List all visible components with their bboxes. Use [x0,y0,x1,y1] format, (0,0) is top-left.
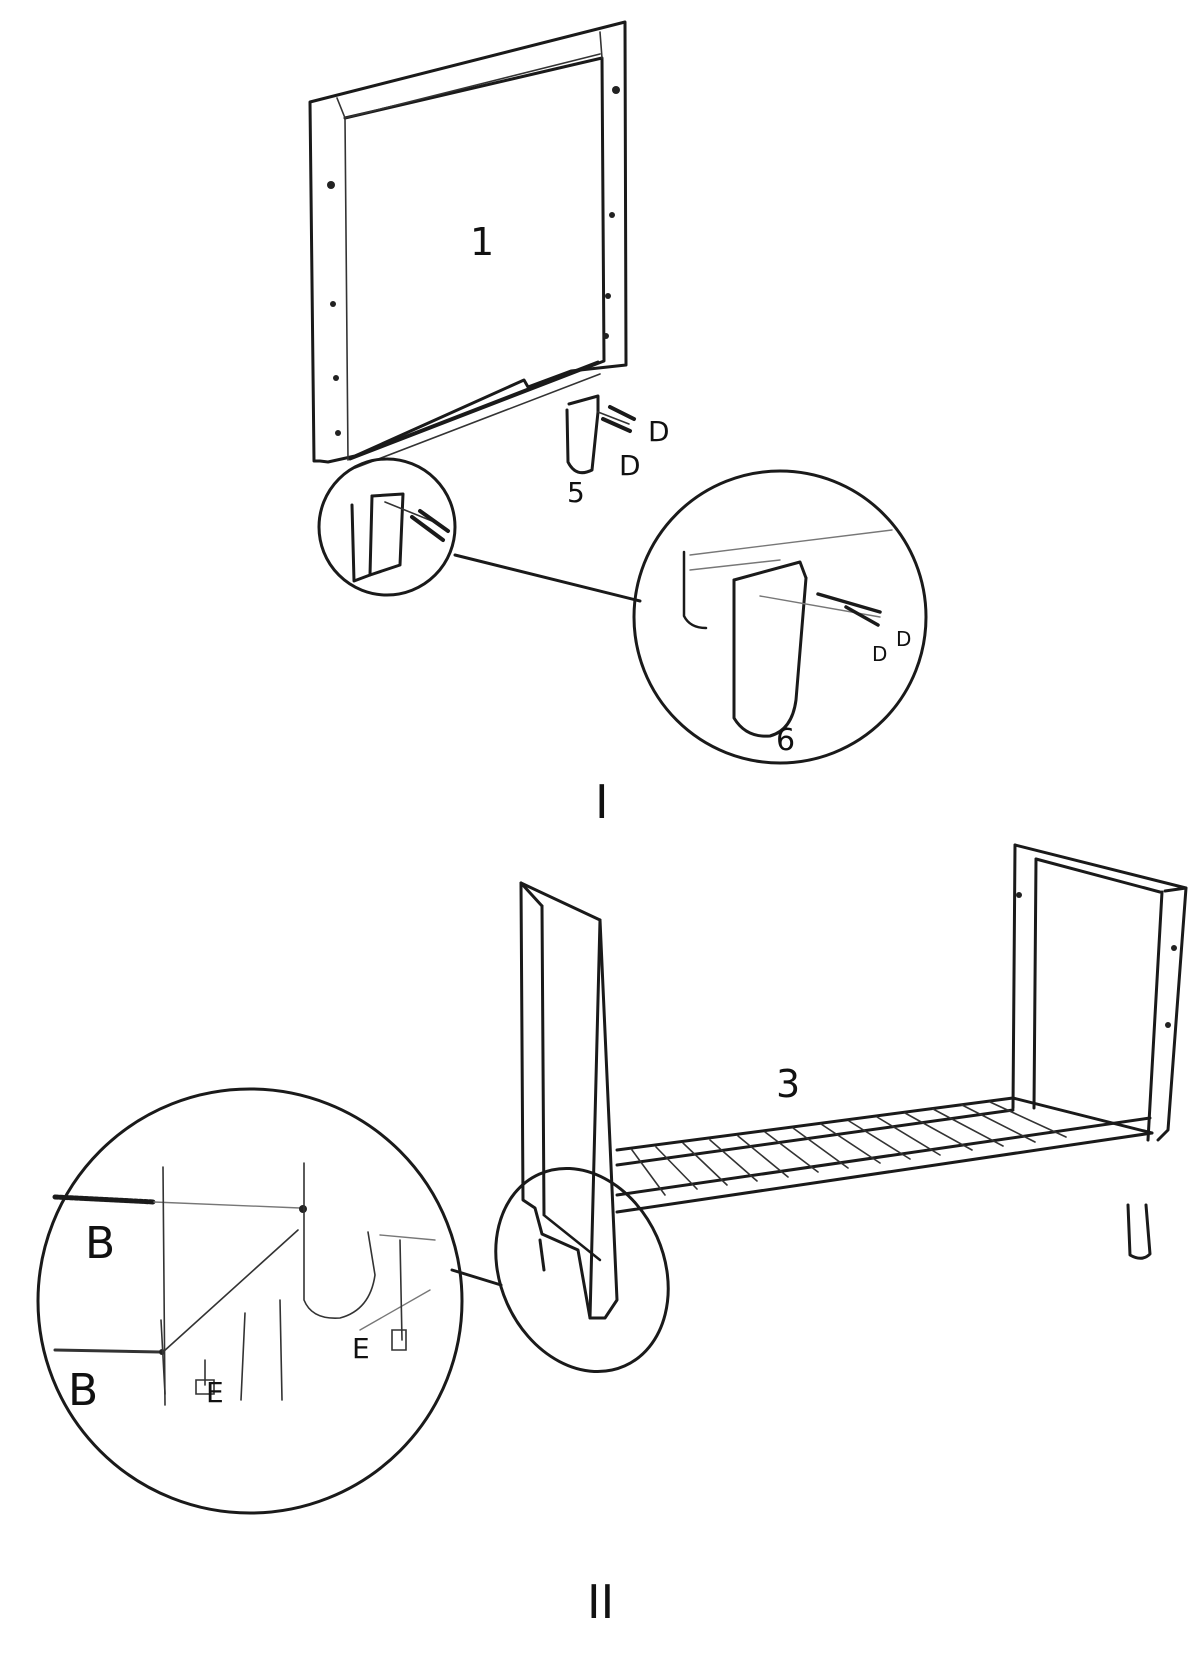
zoom-detail-leg [632,469,928,765]
step-label-one: I [595,775,609,829]
zoom-source-circle [317,457,457,597]
zoom-screw-label-d-lower: D [872,642,887,666]
screw-label-d-lower: D [619,449,641,482]
bed-frame [519,843,1188,1320]
screw-d-lower-icon [608,405,636,421]
part-label-leg-right: 5 [567,476,585,509]
nut-label-e-right: E [352,1332,370,1365]
zoom-connector-line [453,553,642,603]
screw-d-upper-icon [597,411,632,433]
zoom-detail-bolt [36,1087,464,1515]
bolt-label-b-lower: B [68,1365,98,1416]
nut-label-e-left: E [206,1376,224,1409]
part-label-leg-zoom: 6 [776,723,795,758]
screw-label-d-upper: D [648,415,670,448]
screw-left-icon [384,501,450,542]
zoom-source-ellipse [494,1166,670,1374]
zoom-screw-label-d-upper: D [896,627,911,651]
bolt-label-b-upper: B [85,1218,115,1269]
headboard-panel [308,20,628,583]
part-label-headboard: 1 [470,220,494,264]
step-label-two: II [587,1575,614,1629]
part-label-bed-base: 3 [776,1062,800,1106]
